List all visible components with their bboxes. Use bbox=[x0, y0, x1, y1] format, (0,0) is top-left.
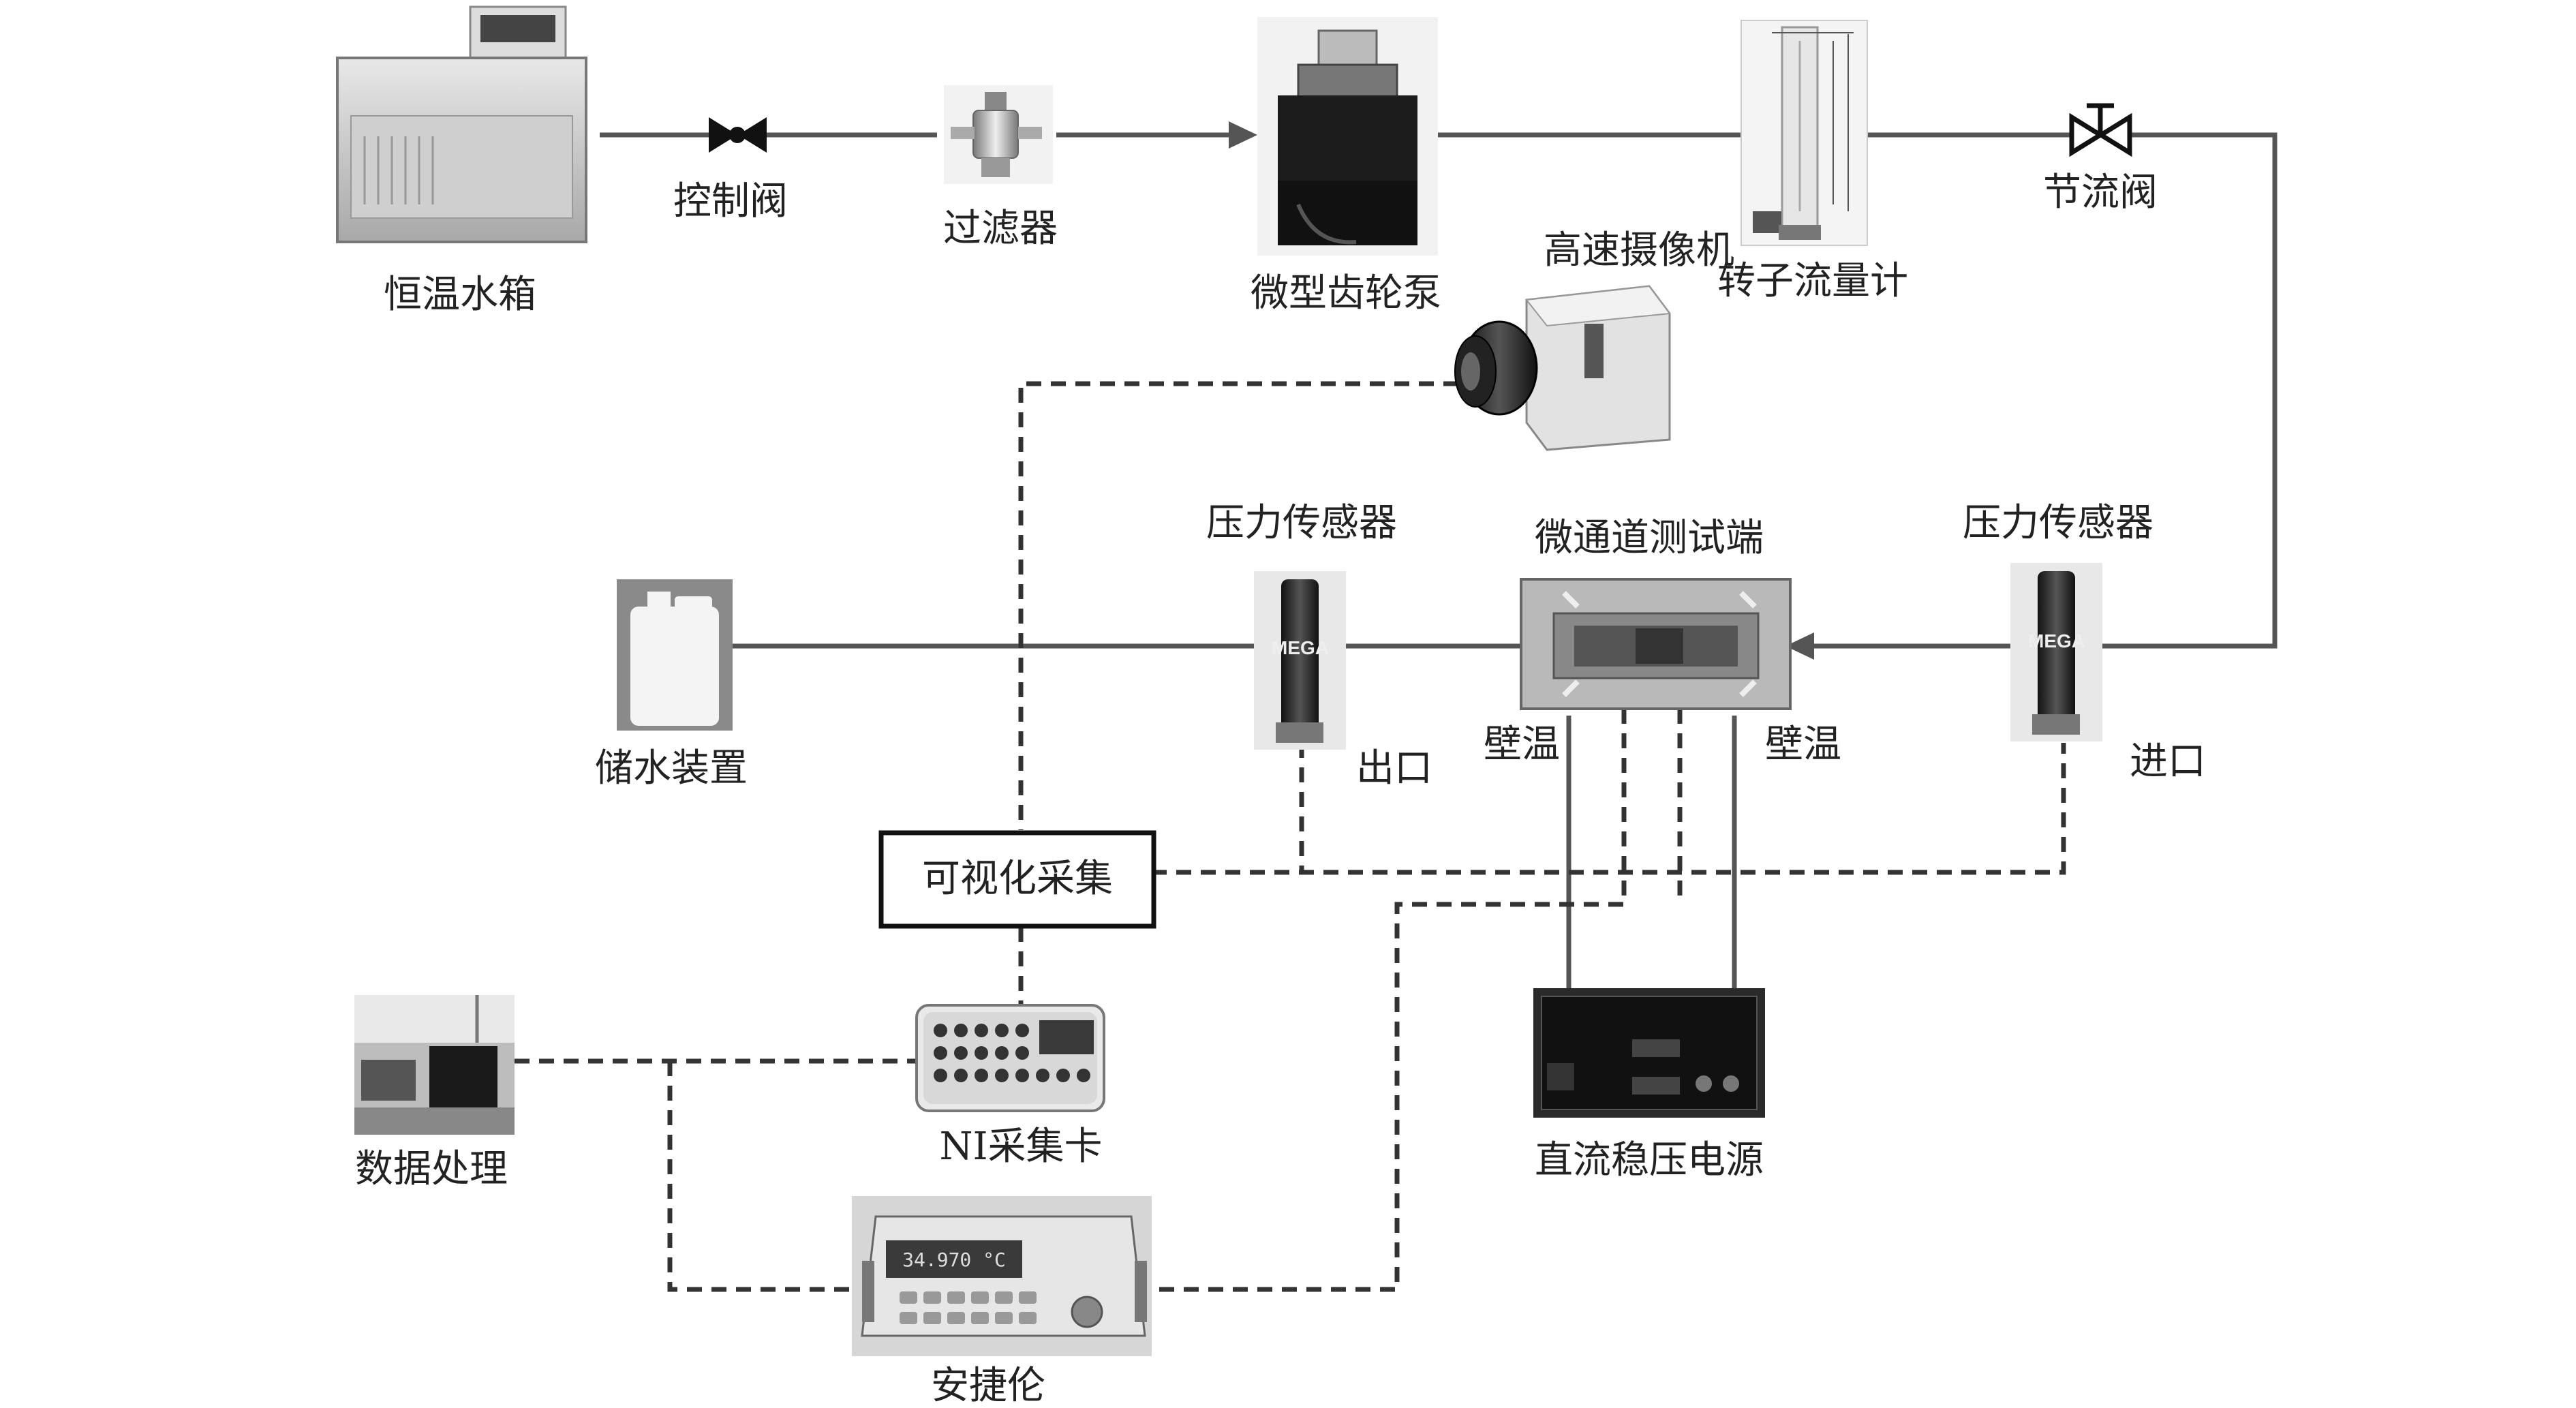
filter-icon bbox=[944, 85, 1053, 184]
label-throttle-valve: 节流阀 bbox=[2043, 170, 2158, 215]
tank-display-panel bbox=[480, 15, 555, 42]
flow-lines bbox=[600, 132, 2278, 988]
label-visual-acquisition: 可视化采集 bbox=[922, 857, 1113, 901]
rotameter bbox=[1741, 20, 1868, 246]
label-rotameter: 转子流量计 bbox=[1717, 259, 1908, 303]
dc-power-supply bbox=[1533, 988, 1765, 1118]
label-inlet: 进口 bbox=[2130, 739, 2206, 784]
tank-vent-grille bbox=[363, 136, 434, 204]
label-agilent: 安捷伦 bbox=[931, 1364, 1045, 1408]
pressure-sensor-outlet: MEGA bbox=[1254, 571, 1346, 750]
label-data-processing: 数据处理 bbox=[355, 1147, 508, 1191]
label-ni-card: NI采集卡 bbox=[939, 1124, 1103, 1169]
flow-arrow-pump bbox=[1229, 121, 1257, 149]
ni-card-connectors bbox=[934, 1024, 1090, 1082]
label-wall-temp-right: 壁温 bbox=[1765, 722, 1841, 767]
water-storage-container bbox=[617, 579, 733, 731]
signal-thermocouple-left bbox=[1135, 709, 1627, 1292]
label-dc-power: 直流稳压电源 bbox=[1535, 1138, 1764, 1182]
label-outlet: 出口 bbox=[1356, 746, 1432, 791]
signal-acquisition-to-inlet-sensor bbox=[1152, 743, 2066, 875]
agilent-data-logger: 34.970 °C bbox=[852, 1196, 1152, 1356]
microchannel-test-section bbox=[1520, 578, 1792, 710]
pressure-sensor-brand-label: MEGA bbox=[2028, 630, 2085, 652]
agilent-display-reading: 34.970 °C bbox=[902, 1249, 1006, 1271]
pipe-throttle-to-inlet bbox=[2096, 132, 2278, 649]
label-filter: 过滤器 bbox=[943, 206, 1058, 251]
high-speed-camera bbox=[1454, 285, 1671, 451]
pressure-sensor-inlet: MEGA bbox=[2010, 563, 2102, 741]
rotameter-dimension-lines bbox=[1772, 32, 1854, 211]
label-thermostat-tank: 恒温水箱 bbox=[384, 273, 536, 317]
data-processing-computer bbox=[354, 995, 515, 1135]
label-pressure-sensor-outlet: 压力传感器 bbox=[1206, 501, 1397, 545]
label-high-speed-camera: 高速摄像机 bbox=[1544, 228, 1734, 273]
flow-arrow-microchannel bbox=[1785, 632, 1814, 660]
label-wall-temp-left: 壁温 bbox=[1484, 722, 1560, 767]
signal-lines bbox=[515, 381, 2066, 1292]
ni-acquisition-card bbox=[915, 1004, 1105, 1112]
label-micro-gear-pump: 微型齿轮泵 bbox=[1251, 271, 1441, 316]
micro-gear-pump bbox=[1257, 17, 1438, 256]
label-control-valve: 控制阀 bbox=[673, 179, 788, 224]
label-water-storage: 储水装置 bbox=[595, 746, 748, 791]
throttle-valve-icon bbox=[2069, 103, 2132, 157]
label-pressure-sensor-inlet: 压力传感器 bbox=[1963, 501, 2153, 545]
tank-front-panel bbox=[350, 115, 573, 219]
thermostat-tank bbox=[336, 5, 587, 243]
label-microchannel-test: 微通道测试端 bbox=[1535, 516, 1764, 560]
pressure-sensor-brand-label: MEGA bbox=[1272, 637, 1329, 658]
agilent-buttons bbox=[900, 1291, 1037, 1324]
signal-data-to-agilent bbox=[667, 1061, 859, 1292]
visual-acquisition-box bbox=[878, 830, 1156, 929]
control-valve-icon bbox=[709, 117, 767, 153]
